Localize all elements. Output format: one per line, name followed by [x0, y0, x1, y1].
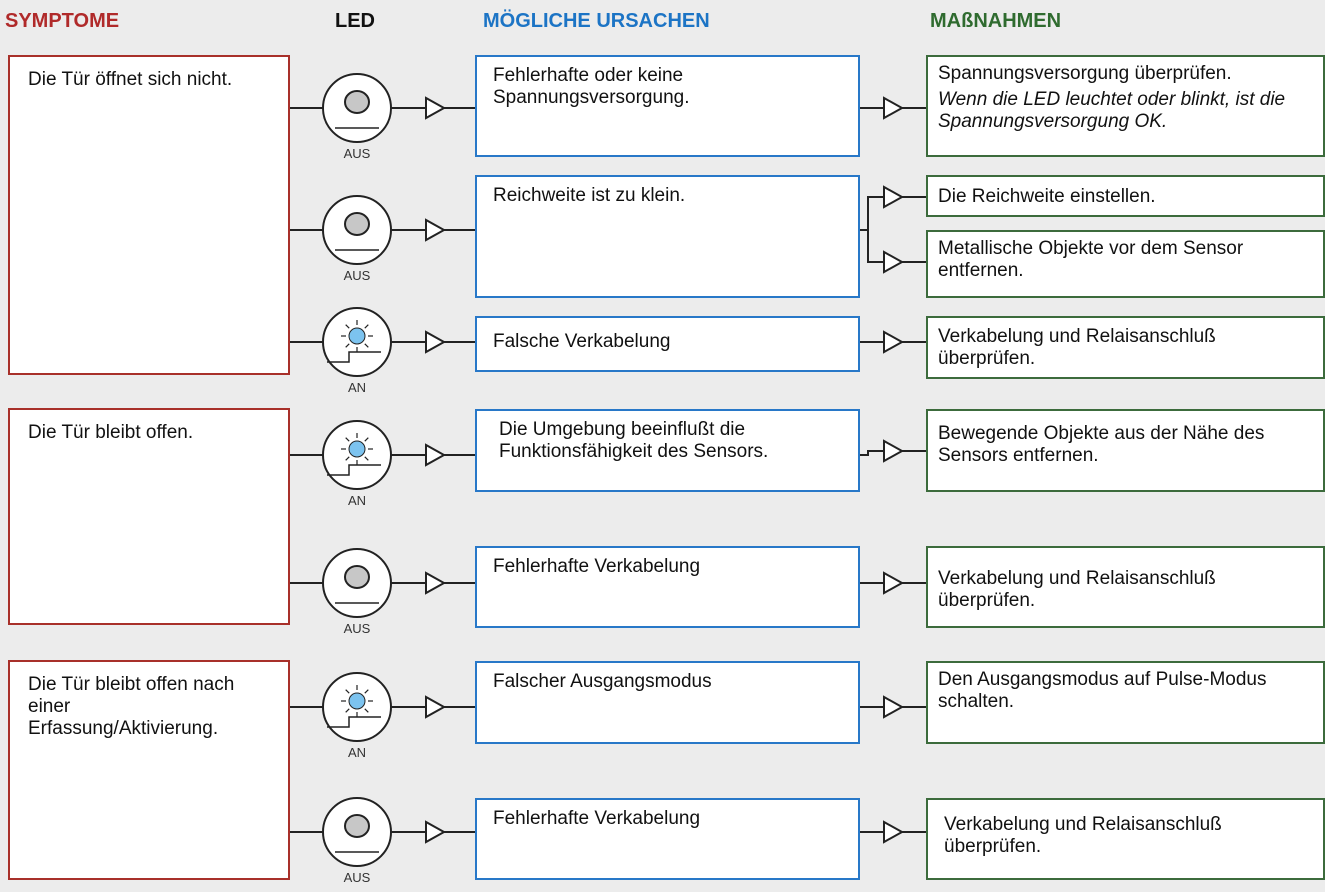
measure-box: Verkabelung und Relaisanschluß überprüfe… [926, 546, 1325, 628]
cause-text: Falscher Ausgangsmodus [493, 671, 712, 692]
led-ray [364, 456, 369, 461]
led-ray [345, 324, 350, 329]
measure-text: Metallische Objekte vor dem Sensor entfe… [938, 238, 1244, 281]
led-ray [364, 343, 369, 348]
led-ray [345, 437, 350, 442]
measure-text: Verkabelung und Relaisanschluß überprüfe… [938, 326, 1216, 369]
led-state-label: AN [347, 380, 367, 395]
led-ray [345, 343, 350, 348]
cause-box: Die Umgebung beeinflußt die Funktionsfäh… [475, 409, 860, 492]
arrow-icon [883, 439, 905, 463]
led-off-icon [344, 814, 370, 838]
led-on-icon [348, 440, 366, 458]
led-pulse-line [327, 351, 381, 363]
arrow-icon [883, 330, 905, 354]
led-state-label: AUS [343, 146, 371, 161]
arrow-icon [883, 571, 905, 595]
arrow-icon [883, 820, 905, 844]
led-ray [364, 708, 369, 713]
led-ray [345, 456, 350, 461]
symptom-text: Die Tür bleibt offen. [28, 422, 194, 443]
measure-box: Metallische Objekte vor dem Sensor entfe… [926, 230, 1325, 298]
cause-box: Falscher Ausgangsmodus [475, 661, 860, 744]
measure-box: Verkabelung und Relaisanschluß überprüfe… [926, 316, 1325, 379]
led-state-label: AN [347, 745, 367, 760]
arrow-icon [425, 218, 447, 242]
led-ray [364, 689, 369, 694]
led-state-label: AUS [343, 870, 371, 885]
header-led: LED [335, 10, 375, 32]
measure-text: Den Ausgangsmodus auf Pulse-Modus schalt… [938, 669, 1267, 712]
led-pulse-line [327, 464, 381, 476]
led-on-icon [348, 692, 366, 710]
symptom-text: Die Tür bleibt offen nach einer Erfassun… [28, 674, 235, 739]
led-ray [364, 324, 369, 329]
led-off-icon [344, 90, 370, 114]
header-measures: MAßNAHMEN [930, 10, 1062, 32]
led-state-label: AUS [343, 268, 371, 283]
measure-text: Spannungsversorgung überprüfen. [938, 63, 1232, 84]
measure-box: Die Reichweite einstellen. [926, 175, 1325, 217]
cause-text: Reichweite ist zu klein. [493, 185, 686, 206]
arrow-icon [883, 96, 905, 120]
arrow-icon [425, 330, 447, 354]
symptom-text: Die Tür öffnet sich nicht. [28, 69, 233, 90]
measure-text: Bewegende Objekte aus der Nähe des Senso… [938, 423, 1265, 466]
arrow-icon [425, 820, 447, 844]
arrow-icon [425, 695, 447, 719]
led-ray [345, 689, 350, 694]
arrow-icon [883, 695, 905, 719]
cause-text: Fehlerhafte Verkabelung [493, 556, 701, 577]
led-state-label: AN [347, 493, 367, 508]
measure-text: Verkabelung und Relaisanschluß überprüfe… [938, 568, 1216, 611]
cause-box: Falsche Verkabelung [475, 316, 860, 372]
cause-text: Falsche Verkabelung [493, 331, 671, 352]
cause-text: Fehlerhafte oder keine Spannungsversorgu… [493, 65, 690, 108]
arrow-icon [425, 443, 447, 467]
measure-box: Verkabelung und Relaisanschluß überprüfe… [926, 798, 1325, 880]
led-off-icon [344, 565, 370, 589]
measure-text: Verkabelung und Relaisanschluß überprüfe… [944, 814, 1222, 857]
led-ray [364, 437, 369, 442]
led-on-icon [348, 327, 366, 345]
arrow-icon [883, 185, 905, 209]
measure-box: Bewegende Objekte aus der Nähe des Senso… [926, 409, 1325, 492]
cause-text: Fehlerhafte Verkabelung [493, 808, 701, 829]
led-state-label: AUS [343, 621, 371, 636]
symptom-box: Die Tür bleibt offen nach einer Erfassun… [8, 660, 290, 880]
measure-note: Wenn die LED leuchtet oder blinkt, ist d… [938, 89, 1286, 132]
symptom-box: Die Tür öffnet sich nicht. [8, 55, 290, 375]
led-ray [345, 708, 350, 713]
measure-text: Die Reichweite einstellen. [938, 186, 1156, 207]
led-off-icon [344, 212, 370, 236]
cause-box: Fehlerhafte Verkabelung [475, 798, 860, 880]
arrow-icon [883, 250, 905, 274]
measure-box: Den Ausgangsmodus auf Pulse-Modus schalt… [926, 661, 1325, 744]
cause-box: Fehlerhafte Verkabelung [475, 546, 860, 628]
arrow-icon [425, 571, 447, 595]
header-symptoms: SYMPTOME [5, 10, 120, 32]
header-causes: MÖGLICHE URSACHEN [483, 10, 710, 32]
symptom-box: Die Tür bleibt offen. [8, 408, 290, 625]
measure-box: Spannungsversorgung überprüfen. Wenn die… [926, 55, 1325, 157]
cause-box: Fehlerhafte oder keine Spannungsversorgu… [475, 55, 860, 157]
cause-text: Die Umgebung beeinflußt die Funktionsfäh… [499, 419, 769, 462]
led-pulse-line [327, 716, 381, 728]
arrow-icon [425, 96, 447, 120]
cause-box: Reichweite ist zu klein. [475, 175, 860, 298]
